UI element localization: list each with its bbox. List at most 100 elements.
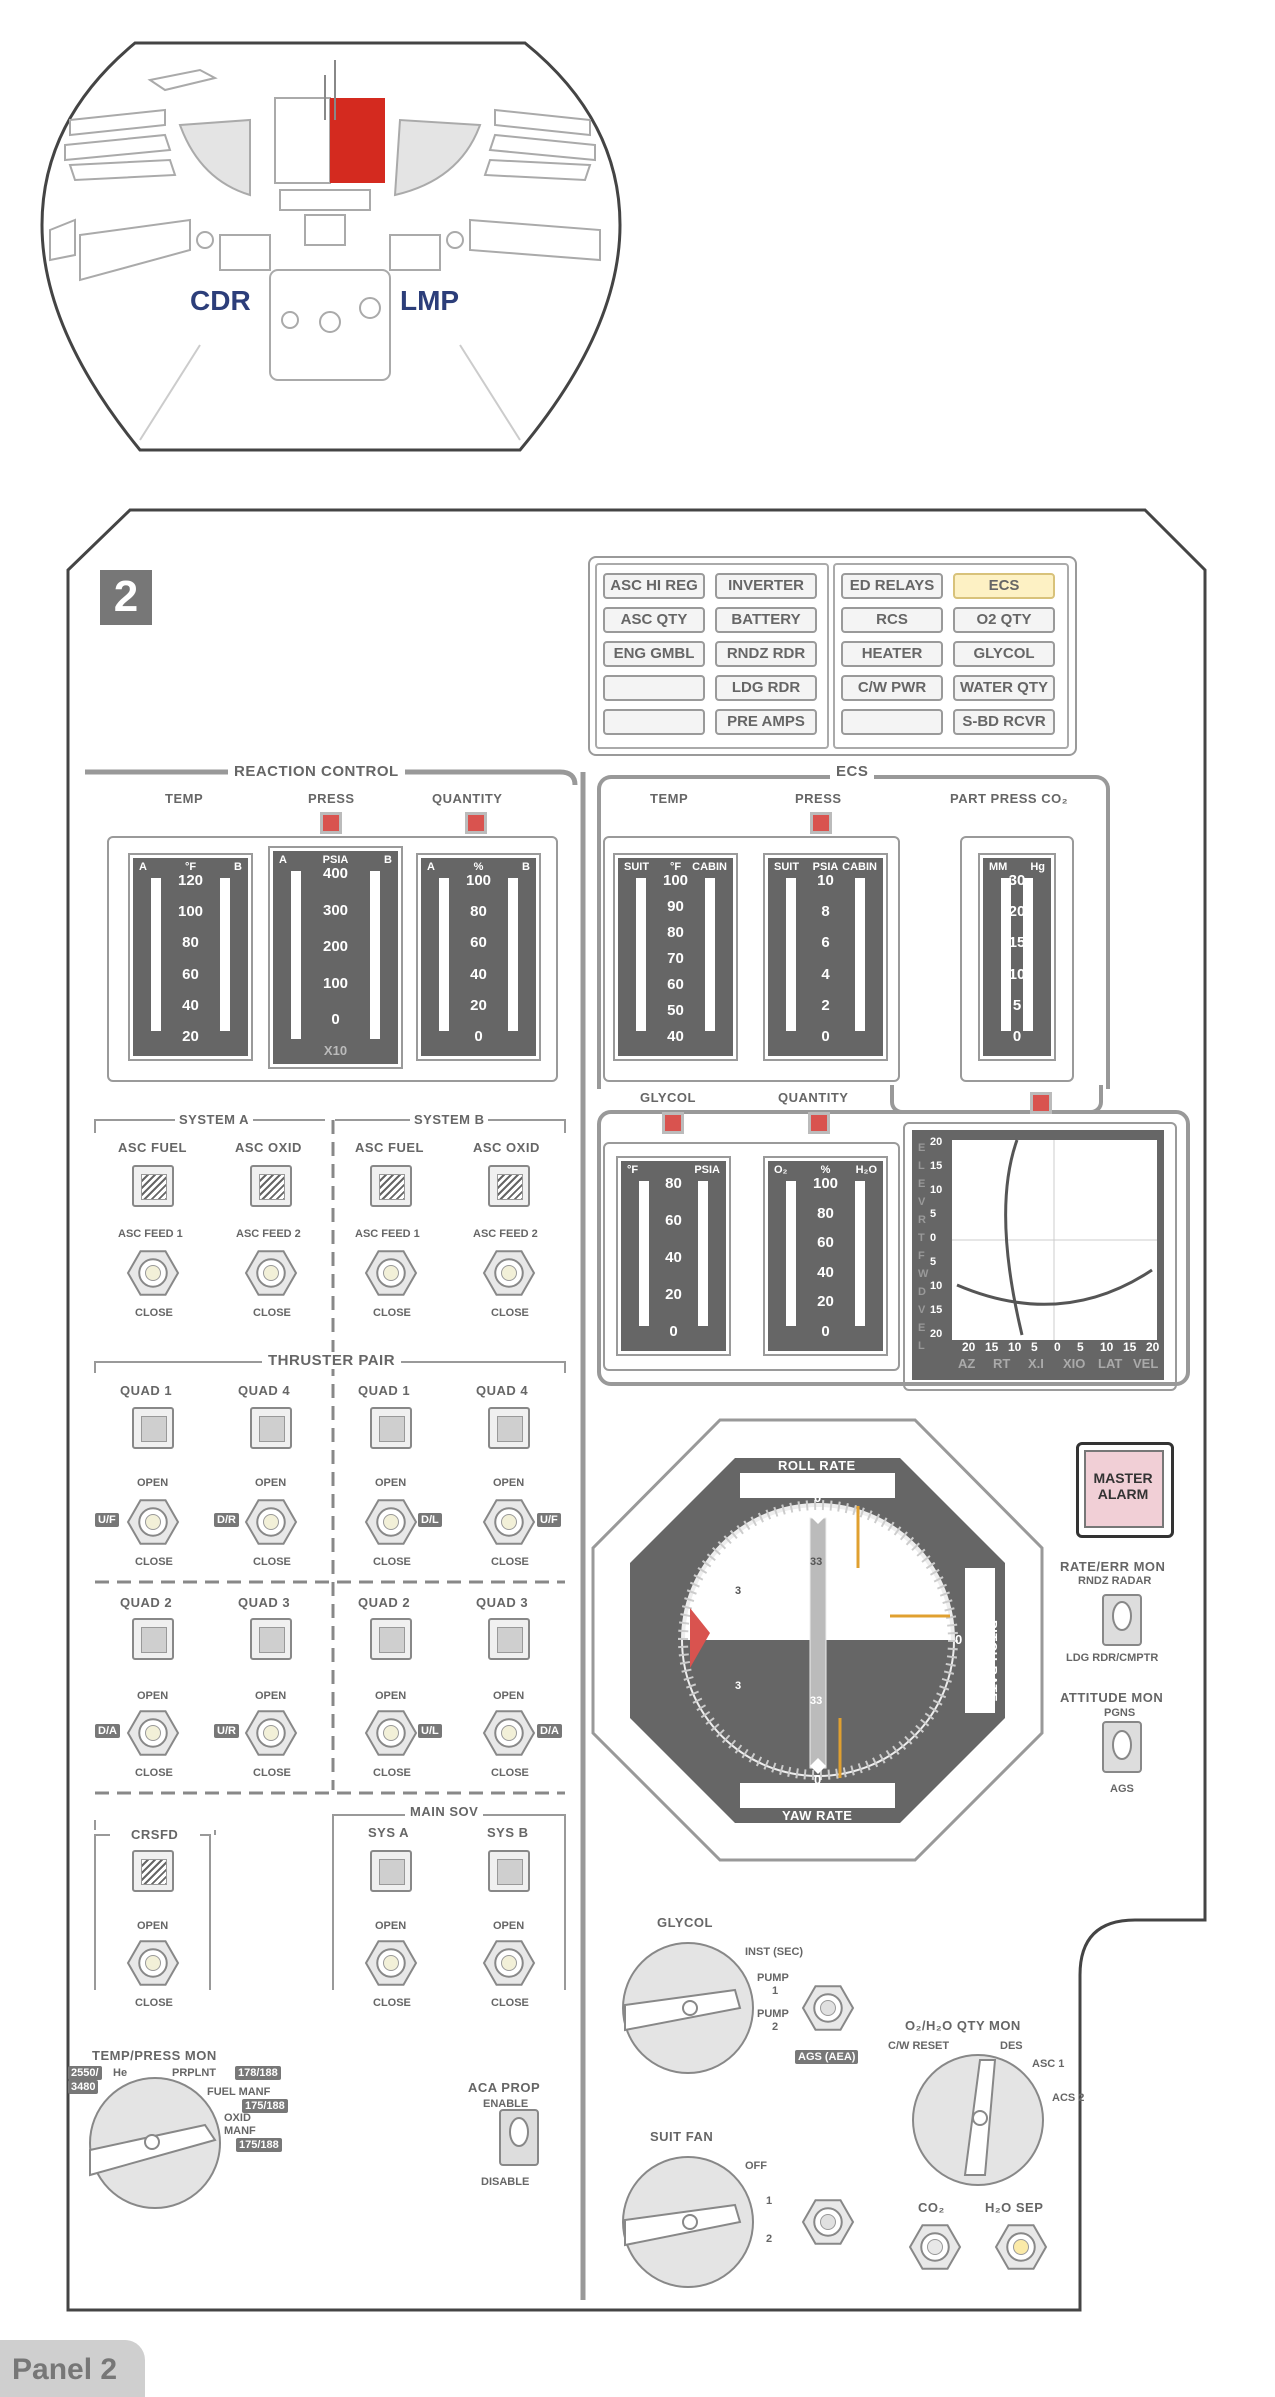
xp-xtick: 10 xyxy=(1008,1340,1022,1354)
rcs-temp-tape-right xyxy=(220,878,230,1031)
quad-bottom-switch-1-center xyxy=(145,1725,161,1741)
ecs-press-head-b: CABIN xyxy=(842,861,877,873)
quad-top-switch-4-center xyxy=(501,1514,517,1530)
ecs-press-head-unit: PSIA xyxy=(812,861,839,873)
quad1-a-flag xyxy=(132,1407,174,1449)
sov-b-open-label: OPEN xyxy=(493,1920,525,1932)
glycol-switch-title: GLYCOL xyxy=(657,1915,713,1930)
tag-dl: D/L xyxy=(418,1513,442,1527)
rcs-qty-head-a: A xyxy=(427,861,435,873)
sys-b-label: SYS B xyxy=(487,1825,529,1840)
sys-a-asc-fuel-label: ASC FUEL xyxy=(118,1140,187,1155)
fdai-3-bottom: 3 xyxy=(735,1680,742,1692)
roll-rate-label: ROLL RATE xyxy=(778,1458,856,1473)
rcs-temp-label: TEMP xyxy=(165,791,204,806)
glycol-pump1-num: 1 xyxy=(772,1985,779,1997)
ecs-connector xyxy=(890,1085,1103,1114)
rcs-qty-tick-label: 20 xyxy=(470,996,487,1014)
quad1-b-label: QUAD 1 xyxy=(358,1383,411,1398)
co2-tape-left xyxy=(1001,878,1011,1031)
xp-xtick: 20 xyxy=(962,1340,976,1354)
x-pointer-frame xyxy=(903,1122,1177,1391)
ecs-press-tick-label: 10 xyxy=(817,872,834,889)
qty-mon-des: DES xyxy=(1000,2040,1023,2052)
glycol-head-b: PSIA xyxy=(694,1164,720,1176)
rcs-temp-tape-left xyxy=(151,878,161,1031)
sys-b-asc-feed1-label: ASC FEED 1 xyxy=(355,1228,420,1240)
ecs-qty-tick-label: 100 xyxy=(812,1175,839,1192)
glycol-head-a: °F xyxy=(627,1164,639,1176)
xp-ytick: 20 xyxy=(930,1136,943,1148)
tpm-oxid: OXID xyxy=(224,2112,251,2124)
tag-uf-right: U/F xyxy=(537,1513,561,1527)
co2-tick-label: 0 xyxy=(1012,1028,1022,1045)
crsfd-flag xyxy=(132,1850,174,1892)
ecs-part-press-co2-label: PART PRESS CO₂ xyxy=(950,791,1068,806)
cw-asc-hi-reg: ASC HI REG xyxy=(603,573,705,599)
quad-top-close-label-4: CLOSE xyxy=(491,1556,529,1568)
cw-eng-gmbl: ENG GMBL xyxy=(603,641,705,667)
ecs-qty-head-a: O₂ xyxy=(774,1164,788,1176)
glycol-gauge-frame xyxy=(603,1142,900,1371)
glycol-tick-label: 40 xyxy=(665,1249,682,1266)
sys-b-asc-fuel-label: ASC FUEL xyxy=(355,1140,424,1155)
attitude-mon-title: ATTITUDE MON xyxy=(1060,1690,1164,1705)
ecs-qty-tick-label: 40 xyxy=(817,1263,834,1281)
ecs-press-tape-right xyxy=(855,878,865,1031)
cw-blank-1 xyxy=(603,675,705,701)
rcs-qty-tape-left xyxy=(439,878,449,1031)
quad-top-close-label-2: CLOSE xyxy=(253,1556,291,1568)
cw-asc-qty: ASC QTY xyxy=(603,607,705,633)
rcs-press-tick-label: 300 xyxy=(322,901,349,919)
xp-letter: E xyxy=(918,1142,926,1154)
quad-top-close-label-3: CLOSE xyxy=(373,1556,411,1568)
fdai-3-top: 3 xyxy=(735,1585,742,1597)
quad-bottom-open-label-2: OPEN xyxy=(255,1690,287,1702)
quad-top-switch-1-center xyxy=(145,1514,161,1530)
co2-switch-center xyxy=(927,2239,943,2255)
crsfd-open-label: OPEN xyxy=(137,1920,169,1932)
rcs-qty-tick-label: 100 xyxy=(465,872,492,889)
ecs-qty-tick-label: 80 xyxy=(817,1204,834,1222)
cdr-label: CDR xyxy=(190,285,251,316)
quad2-b-flag xyxy=(370,1618,412,1660)
rcs-quantity-warning-light xyxy=(465,812,487,834)
cw-o2-qty: O2 QTY xyxy=(953,607,1055,633)
cw-rndz-rdr: RNDZ RDR xyxy=(715,641,817,667)
rcs-temp-tick-label: 120 xyxy=(177,872,204,889)
ecs-gauge-frame xyxy=(603,836,900,1082)
sys-b-asc-oxid-label: ASC OXID xyxy=(473,1140,540,1155)
ecs-temp-label: TEMP xyxy=(650,791,689,806)
glycol-pump2: PUMP xyxy=(757,2008,789,2020)
rcs-gauge-frame xyxy=(107,836,558,1082)
glycol-label: GLYCOL xyxy=(640,1090,696,1105)
rate-err-mon-top: RNDZ RADAR xyxy=(1078,1575,1152,1587)
asc-feed-switch-3-center xyxy=(383,1265,399,1281)
ecs-temp-tape-right xyxy=(705,878,715,1031)
cw-blank-2 xyxy=(603,709,705,735)
ecs-press-label: PRESS xyxy=(795,791,842,806)
cw-battery: BATTERY xyxy=(715,607,817,633)
xp-xlabel: XIO xyxy=(1063,1356,1086,1371)
rcs-qty-tick-label: 80 xyxy=(470,903,487,921)
h2o-sep-label: H₂O SEP xyxy=(985,2200,1044,2215)
panel-number: 2 xyxy=(113,572,139,621)
ecs-temp-tick-label: 80 xyxy=(667,924,684,941)
quad3-b-flag xyxy=(488,1618,530,1660)
rcs-press-head-b: B xyxy=(384,854,392,866)
ecs-qty-tape-right xyxy=(855,1181,865,1326)
xp-xlabel: AZ xyxy=(958,1356,976,1371)
asc-feed-close-label-3: CLOSE xyxy=(373,1307,411,1319)
sys-a-asc-oxid-flag xyxy=(250,1165,292,1207)
glycol-tick-label: 60 xyxy=(665,1212,682,1229)
panel-tab xyxy=(0,2340,145,2397)
ecs-quantity-warning-light xyxy=(808,1112,830,1134)
co2-tick-label: 5 xyxy=(1012,996,1022,1014)
ecs-frame-warning-light xyxy=(1030,1092,1052,1114)
rcs-quantity-label: QUANTITY xyxy=(432,791,503,806)
